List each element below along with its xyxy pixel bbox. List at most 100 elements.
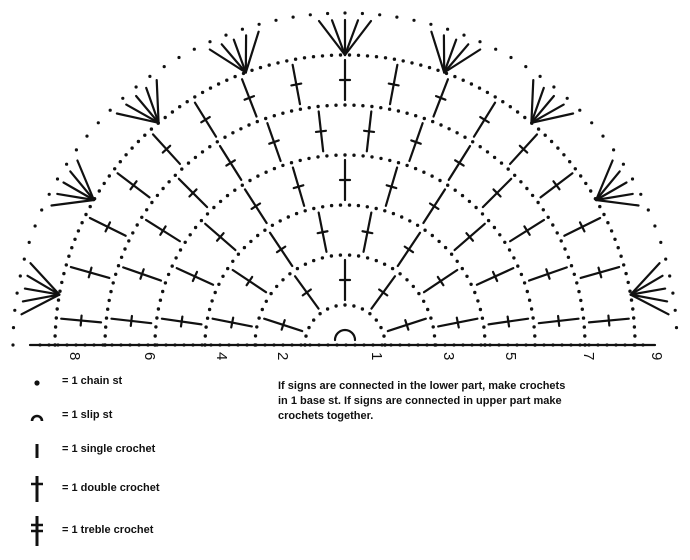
chain-dot <box>533 334 536 337</box>
edge-chain-dot <box>601 135 604 138</box>
chain-dot <box>630 298 633 301</box>
chain-dot <box>606 221 609 224</box>
chain-dot <box>479 145 482 148</box>
chain-dot <box>216 140 219 143</box>
chain-dot <box>221 275 224 278</box>
chain-dot <box>290 161 293 164</box>
fan-stitch <box>52 200 94 206</box>
crochet-chart: 8 6 4 2 1 3 5 7 9 <box>0 0 690 372</box>
chain-dot <box>531 194 534 197</box>
chain-dot <box>171 110 174 113</box>
double-crochet-bar <box>387 185 397 188</box>
chain-dot <box>483 334 486 337</box>
edge-chain-dot <box>19 274 22 277</box>
double-crochet-bar <box>231 318 233 328</box>
chain-dot <box>456 260 459 263</box>
chain-dot <box>136 223 139 226</box>
edge-chain-dot <box>28 241 31 244</box>
chain-dot <box>503 241 506 244</box>
edge-chain-dot <box>241 28 244 31</box>
base-chain-dot <box>272 343 275 346</box>
chain-dot <box>375 207 378 210</box>
chain-dot <box>366 205 369 208</box>
base-chain-dot <box>263 343 266 346</box>
double-crochet-bar <box>81 316 82 326</box>
chain-dot <box>308 106 311 109</box>
edge-chain-dot <box>378 13 381 16</box>
chain-dot <box>140 216 143 219</box>
chain-dot <box>103 343 106 346</box>
chain-dot <box>483 343 486 346</box>
double-crochet-bar <box>363 231 373 233</box>
row-label-3: 3 <box>440 352 457 360</box>
edge-chain-dot <box>11 343 14 346</box>
chain-dot <box>204 325 207 328</box>
chain-dot <box>391 267 394 270</box>
chain-dot <box>436 69 439 72</box>
chain-dot <box>366 256 369 259</box>
chain-dot <box>112 281 115 284</box>
chain-dot <box>393 58 396 61</box>
chain-dot <box>54 325 57 328</box>
chain-dot <box>357 204 360 207</box>
chain-dot <box>357 54 360 57</box>
base-chain-dot <box>290 343 293 346</box>
chain-dot <box>439 123 442 126</box>
base-chain-dot <box>506 343 509 346</box>
chain-dot <box>562 153 565 156</box>
double-crochet-bar <box>608 316 609 326</box>
base-chain-dot <box>38 343 41 346</box>
edge-chain-dot <box>675 326 678 329</box>
legend-slip: = 1 slip st <box>14 406 254 428</box>
chain-dot <box>501 100 504 103</box>
base-chain-dot <box>443 343 446 346</box>
chain-dot <box>370 105 373 108</box>
chain-dot <box>57 298 60 301</box>
chain-dot <box>486 91 489 94</box>
chain-dot <box>589 189 592 192</box>
chain-dot <box>290 109 293 112</box>
chain-dot <box>325 104 328 107</box>
edge-chain-dot <box>412 19 415 22</box>
chain-dot <box>124 153 127 156</box>
chain-dot <box>410 61 413 64</box>
edge-chain-dot <box>48 193 51 196</box>
chain-dot <box>299 108 302 111</box>
chain-dot <box>631 307 634 310</box>
double-crochet-bar <box>411 140 420 143</box>
chain-dot <box>321 54 324 57</box>
edge-chain-dot <box>552 85 555 88</box>
chain-dot <box>500 161 503 164</box>
row-label-8: 8 <box>66 352 83 360</box>
edge-chain-dot <box>539 75 542 78</box>
chain-dot <box>479 308 482 311</box>
base-chain-dot <box>146 343 149 346</box>
chain-dot <box>430 174 433 177</box>
chain-dot <box>426 308 429 311</box>
chain-dot <box>382 334 385 337</box>
legend-single: = 1 single crochet <box>14 440 254 462</box>
chain-dot <box>206 212 209 215</box>
chain-dot <box>108 299 111 302</box>
chain-dot <box>226 267 229 270</box>
chain-dot <box>180 167 183 170</box>
chain-dot <box>164 116 167 119</box>
chain-dot <box>261 308 264 311</box>
edge-chain-dot <box>224 34 227 37</box>
base-chain-dot <box>317 343 320 346</box>
chain-dot <box>417 292 420 295</box>
chain-dot <box>250 69 253 72</box>
chain-dot <box>273 167 276 170</box>
chain-dot <box>575 281 578 284</box>
chain-dot <box>62 272 65 275</box>
chain-dot <box>468 200 471 203</box>
chain-dot <box>104 325 107 328</box>
chain-dot <box>109 290 112 293</box>
chain-dot <box>528 299 531 302</box>
chain-dot <box>352 104 355 107</box>
chain-dot <box>161 187 164 190</box>
chain-dot <box>174 256 177 259</box>
chain-dot <box>523 281 526 284</box>
chain-dot <box>563 247 566 250</box>
double-crochet-bar <box>181 317 182 327</box>
